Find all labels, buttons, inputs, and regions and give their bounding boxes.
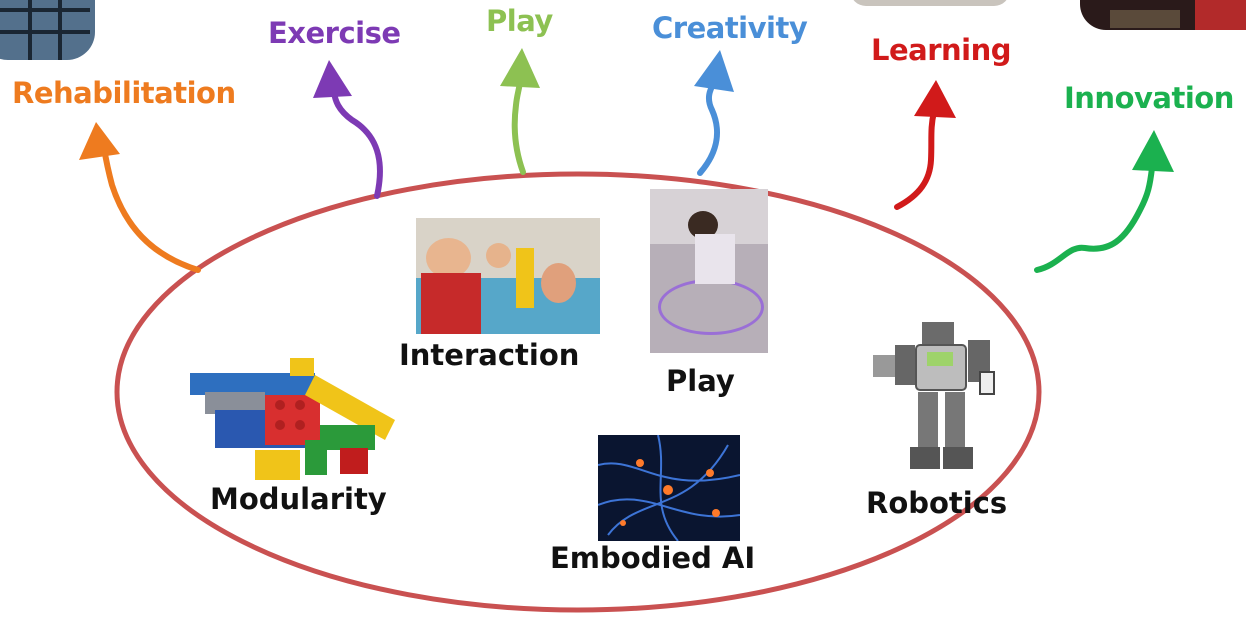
corner-photo-top-left xyxy=(0,0,95,60)
arrow-play xyxy=(500,48,540,175)
lego-bricks-illustration xyxy=(190,358,395,480)
concept-label-play: Play xyxy=(666,364,735,398)
arrow-innovation xyxy=(1034,130,1174,273)
arrow-creativity xyxy=(694,50,734,176)
arrow-rehabilitation xyxy=(79,122,201,273)
arrow-learning xyxy=(894,80,956,210)
corner-photo-top-right xyxy=(1080,0,1246,30)
outcome-label-creativity: Creativity xyxy=(652,11,808,45)
outcome-label-rehabilitation: Rehabilitation xyxy=(12,76,236,110)
corner-photo-top-center xyxy=(853,0,1007,6)
neural-network-photo xyxy=(598,435,740,541)
children-playing-photo xyxy=(416,218,600,334)
concept-label-robotics: Robotics xyxy=(866,486,1008,520)
concept-label-modularity: Modularity xyxy=(210,482,387,516)
outcome-label-learning: Learning xyxy=(871,33,1012,67)
outcome-label-innovation: Innovation xyxy=(1064,81,1234,115)
outcome-label-exercise: Exercise xyxy=(268,16,401,50)
outcome-label-play: Play xyxy=(486,4,553,38)
concept-label-interaction: Interaction xyxy=(399,338,580,372)
core-ellipse xyxy=(114,171,1042,613)
concept-label-embodied-ai: Embodied AI xyxy=(550,541,756,575)
child-in-hoop-photo xyxy=(650,189,768,353)
arrow-exercise xyxy=(313,60,383,199)
robot-illustration xyxy=(873,322,995,469)
